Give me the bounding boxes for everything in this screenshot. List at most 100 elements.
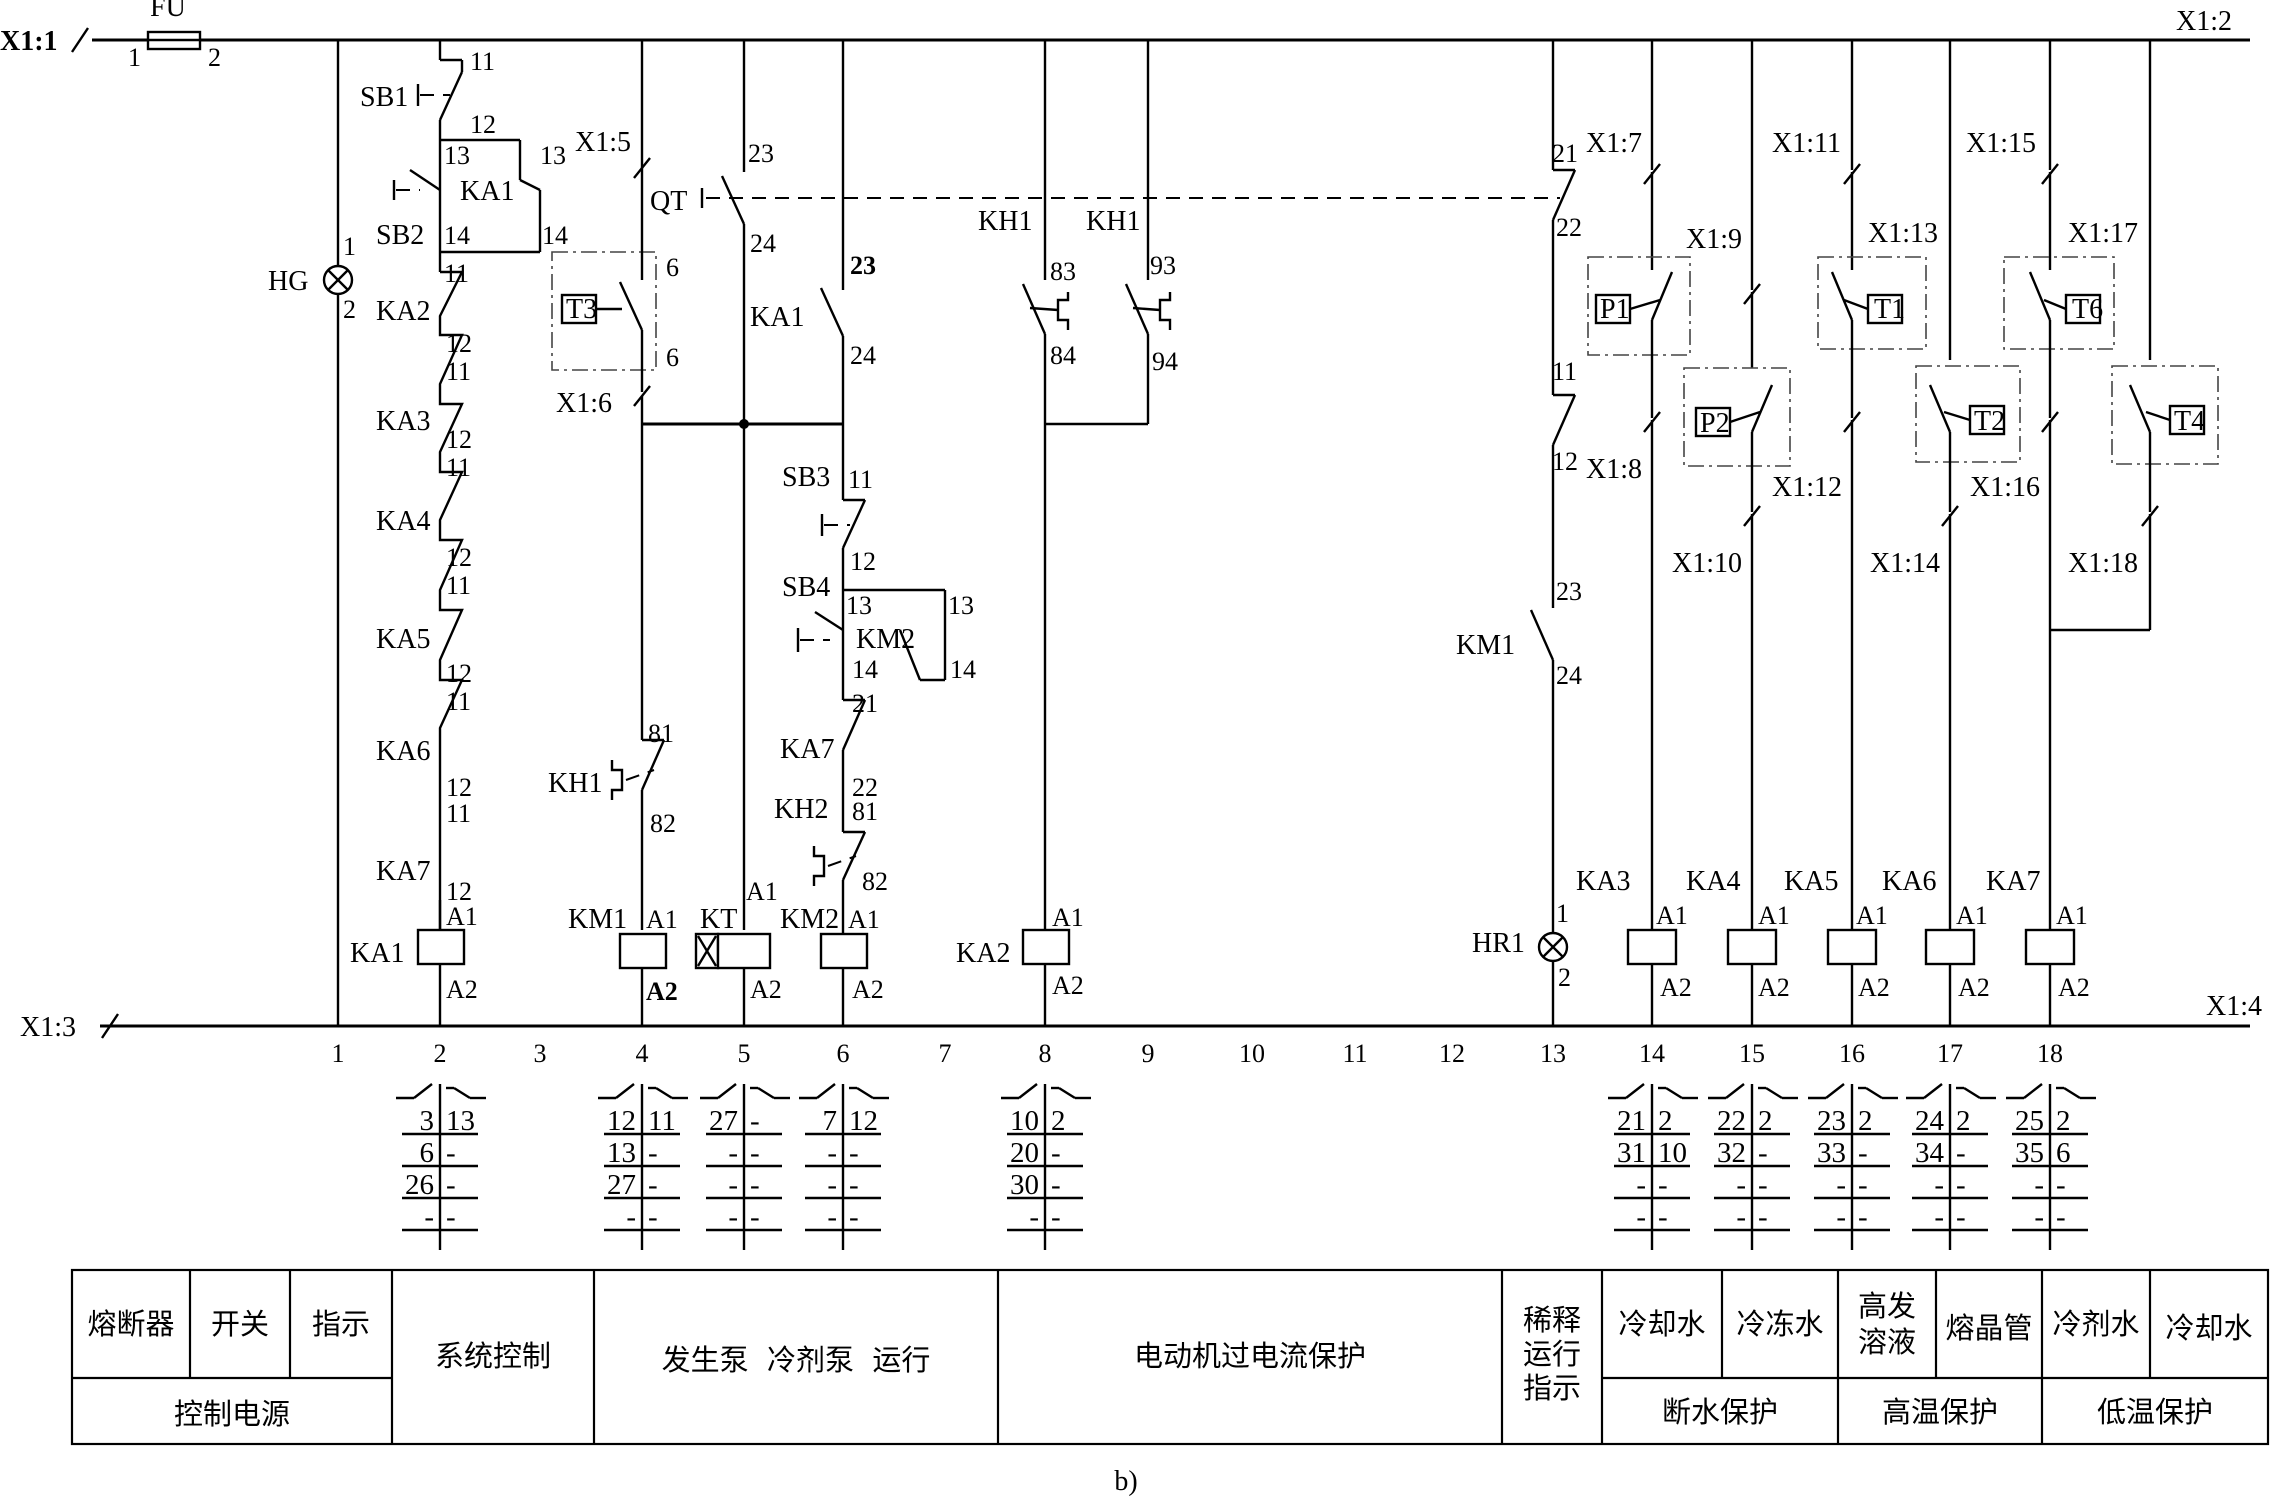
sb1-pin-12: 12 — [470, 110, 496, 139]
contact-ref: 22 — [1717, 1105, 1746, 1137]
ka1-pin-13: 13 — [540, 141, 566, 170]
contact-ref: - — [1858, 1201, 1868, 1233]
ka2-coil-a2: A2 — [1052, 971, 1084, 1000]
column-number: 3 — [534, 1039, 547, 1068]
fuse-label: FU — [150, 0, 186, 23]
ka3-pin-12: 12 — [446, 425, 472, 454]
terminal-x1-9: X1:9 — [1686, 224, 1742, 255]
ka6-pin-12: 12 — [446, 773, 472, 802]
contact-ref: - — [1934, 1169, 1944, 1201]
ka2-pin-11: 11 — [444, 259, 469, 288]
terminal-x1-10: X1:10 — [1672, 548, 1742, 579]
cell-dilute-l1: 稀释 — [1523, 1303, 1581, 1337]
terminal-x1-3: X1:3 — [20, 1012, 76, 1043]
kh2-pin-81: 81 — [852, 797, 878, 826]
column-number: 17 — [1937, 1039, 1963, 1068]
cell-refrigerant-water: 冷剂水 — [2052, 1307, 2139, 1341]
fuse-pin-1: 1 — [128, 43, 141, 72]
contact-ref: - — [446, 1169, 456, 1201]
ka4-contact-label: KA4 — [376, 506, 430, 537]
t3-pin-6b: 6 — [666, 343, 679, 372]
km2-pin-14: 14 — [950, 655, 976, 684]
qt-pin-21: 21 — [1552, 139, 1578, 168]
cell-switch: 开关 — [211, 1307, 269, 1341]
terminal-x1-15: X1:15 — [1966, 128, 2036, 159]
ka5-contact-label: KA5 — [376, 624, 430, 655]
column-number: 10 — [1239, 1039, 1265, 1068]
sb4-pin-13: 13 — [846, 591, 872, 620]
km2-coil-a2: A2 — [852, 975, 884, 1004]
ka6-contact-label: KA6 — [376, 736, 430, 767]
protection-branches — [1587, 40, 2219, 1026]
column-number: 18 — [2037, 1039, 2063, 1068]
contact-ref: - — [1636, 1201, 1646, 1233]
contact-ref: - — [1658, 1201, 1668, 1233]
contact-ref: - — [750, 1169, 760, 1201]
column-number: 6 — [837, 1039, 850, 1068]
sb1-label: SB1 — [360, 82, 408, 113]
contact-ref: - — [424, 1201, 434, 1233]
kh1-pin-84: 84 — [1050, 341, 1076, 370]
contact-ref: - — [648, 1137, 658, 1169]
ka1-col6-pin-23: 23 — [850, 251, 876, 280]
column-number: 14 — [1639, 1039, 1665, 1068]
contact-ref: - — [1051, 1169, 1061, 1201]
contact-ref: - — [1736, 1169, 1746, 1201]
km2-pin-13: 13 — [948, 591, 974, 620]
ka6-coil-a1: A1 — [1956, 901, 1988, 930]
ka4-coil-a2: A2 — [1758, 973, 1790, 1002]
km1-col13-label: KM1 — [1456, 630, 1515, 661]
ka1-coil-label: KA1 — [350, 938, 404, 969]
contact-ref: - — [2034, 1201, 2044, 1233]
ka1-pin-14: 14 — [542, 221, 568, 250]
contact-ref: - — [2034, 1169, 2044, 1201]
terminal-x1-2: X1:2 — [2176, 6, 2232, 37]
column-number: 4 — [636, 1039, 649, 1068]
contact-ref: - — [849, 1201, 859, 1233]
qt-label: QT — [650, 186, 687, 217]
contact-ref: 30 — [1010, 1169, 1039, 1201]
terminal-x1-16: X1:16 — [1970, 472, 2040, 503]
contact-ref: 11 — [648, 1105, 676, 1137]
contact-ref: 35 — [2015, 1137, 2044, 1169]
function-table — [70, 1268, 2270, 1446]
qt-pin-22: 22 — [1556, 213, 1582, 242]
terminal-x1-4: X1:4 — [2206, 991, 2262, 1022]
kh2-pin-82: 82 — [862, 867, 888, 896]
km2-coil-a1: A1 — [848, 905, 880, 934]
km2-coil-label: KM2 — [780, 904, 839, 935]
kt-coil-a1: A1 — [746, 877, 778, 906]
contact-ref: 21 — [1617, 1105, 1646, 1137]
hr1-pin-2: 2 — [1558, 963, 1571, 992]
hg-pin-2: 2 — [343, 295, 356, 324]
ka5-coil-a2: A2 — [1858, 973, 1890, 1002]
kh1-pin-93: 93 — [1150, 251, 1176, 280]
cell-indicator: 指示 — [312, 1307, 370, 1341]
contact-ref: - — [827, 1137, 837, 1169]
contact-ref: 6 — [2056, 1137, 2071, 1169]
ka2-coil-a1: A1 — [1052, 903, 1084, 932]
contact-ref: - — [2056, 1201, 2066, 1233]
column-number: 13 — [1540, 1039, 1566, 1068]
kh1-pin-82: 82 — [650, 809, 676, 838]
contact-ref: - — [750, 1201, 760, 1233]
terminal-x1-7: X1:7 — [1586, 128, 1642, 159]
contact-ref: 27 — [709, 1105, 738, 1137]
contact-ref: 20 — [1010, 1137, 1039, 1169]
km1-branch — [551, 40, 843, 1026]
cell-water-cutoff: 断水保护 — [1662, 1395, 1778, 1429]
ka5-pin-11: 11 — [446, 571, 471, 600]
contact-ref: 27 — [607, 1169, 636, 1201]
ka6-coil-a2: A2 — [1958, 973, 1990, 1002]
cell-dilute-l3: 指示 — [1523, 1371, 1581, 1405]
contact-ref: 2 — [1758, 1105, 1773, 1137]
contact-ref: - — [1029, 1201, 1039, 1233]
t4-label: T4 — [2174, 406, 2205, 437]
